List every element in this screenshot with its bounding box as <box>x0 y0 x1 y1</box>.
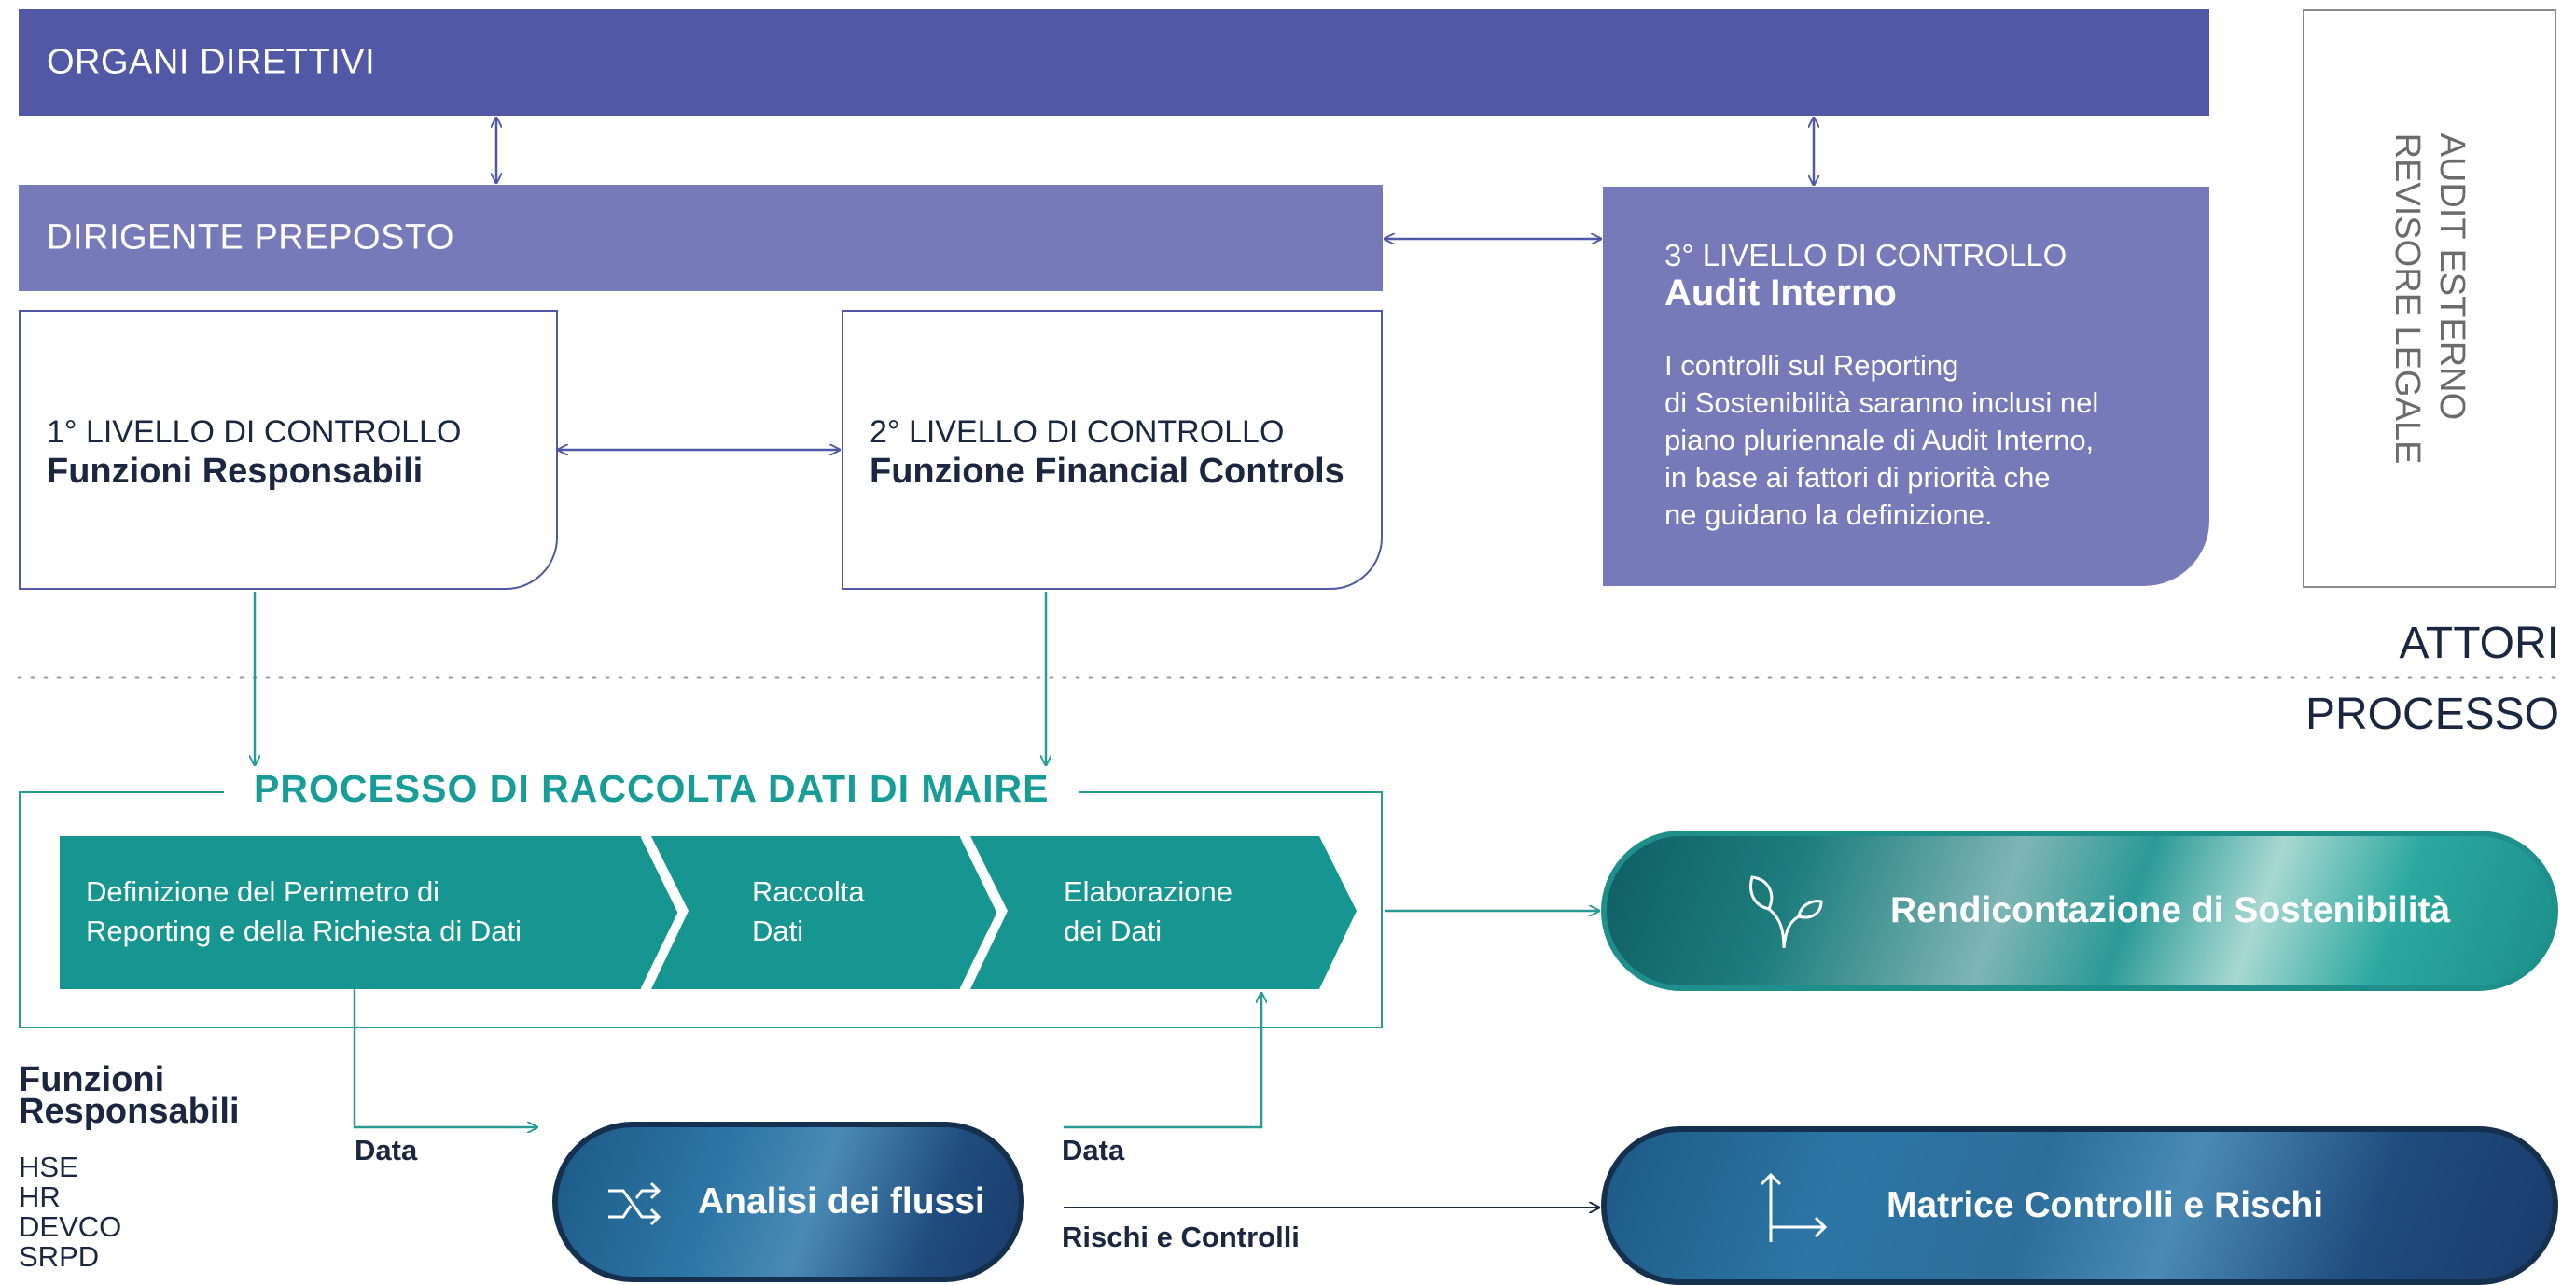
arrow-step1-analisi <box>353 989 537 1127</box>
external-audit-text: AUDIT ESTERNO REVISORE LEGALE <box>2385 133 2474 465</box>
step-divider-2 <box>959 835 1000 990</box>
rendicontazione-pill: Rendicontazione di Sostenibilità <box>1601 831 2558 991</box>
level1-box: 1° LIVELLO DI CONTROLLO Funzioni Respons… <box>19 310 558 590</box>
dirigente-preposto-label: DIRIGENTE PREPOSTO <box>47 217 454 258</box>
section-label-processo: PROCESSO <box>2304 690 2559 739</box>
level3-title: Audit Interno <box>1664 272 1897 314</box>
external-audit-line1: AUDIT ESTERNO <box>2432 133 2472 421</box>
step-divider-1 <box>640 835 681 990</box>
analisi-pill: Analisi dei flussi <box>552 1122 1024 1282</box>
level3-description-line: I controlli sul Reporting <box>1664 349 1959 382</box>
external-audit-box: AUDIT ESTERNO REVISORE LEGALE <box>2303 9 2556 588</box>
list-item: SRPD <box>19 1240 100 1273</box>
external-audit-line2: REVISORE LEGALE <box>2388 133 2427 465</box>
axes-icon <box>1760 1172 1828 1242</box>
shuffle-icon <box>608 1181 661 1226</box>
step-elaborazione-line2: dei Dati <box>1064 915 1163 947</box>
organi-direttivi-label: ORGANI DIRETTIVI <box>47 42 376 82</box>
step-raccolta-line1: Raccolta <box>752 875 865 908</box>
section-label-attori: ATTORI <box>2399 619 2559 668</box>
step-raccolta-line2: Dati <box>752 915 804 947</box>
step-definizione-line2: Reporting e della Richiesta di Dati <box>86 915 522 947</box>
analisi-label: Analisi dei flussi <box>698 1181 985 1222</box>
level3-description: I controlli sul Reporting di Sostenibili… <box>1664 347 2187 534</box>
step-definizione: Definizione del Perimetro di Reporting e… <box>86 873 522 951</box>
level3-description-line: in base ai fattori di priorità che <box>1664 461 2051 494</box>
level3-label: 3° LIVELLO DI CONTROLLO <box>1664 238 2068 272</box>
level2-box: 2° LIVELLO DI CONTROLLO Funzione Financi… <box>842 310 1383 590</box>
matrice-label: Matrice Controlli e Rischi <box>1887 1185 2324 1225</box>
sprout-icon <box>1749 875 1823 949</box>
organi-direttivi-bar: ORGANI DIRETTIVI <box>19 9 2209 116</box>
edge-label-rischi: Rischi e Controlli <box>1062 1221 1300 1253</box>
step-definizione-shape <box>60 836 679 989</box>
list-item: DEVCO <box>19 1210 122 1243</box>
matrice-pill: Matrice Controlli e Rischi <box>1601 1126 2558 1285</box>
dirigente-preposto-bar: DIRIGENTE PREPOSTO <box>19 185 1383 291</box>
funzioni-title: Funzioni Responsabili <box>19 1060 240 1131</box>
level3-box: 3° LIVELLO DI CONTROLLO Audit Interno I … <box>1603 187 2209 586</box>
level3-description-line: piano pluriennale di Audit Interno, <box>1664 424 2095 456</box>
list-item: HR <box>19 1180 61 1213</box>
level3-description-line: di Sostenibilità saranno inclusi nel <box>1664 386 2099 419</box>
step-elaborazione-shape <box>970 836 1357 989</box>
funzioni-title-line2: Responsabili <box>19 1092 240 1131</box>
level3-description-line: ne guidano la definizione. <box>1664 498 1993 531</box>
step-definizione-line1: Definizione del Perimetro di <box>86 875 440 908</box>
step-elaborazione: Elaborazione dei Dati <box>1064 873 1232 951</box>
level1-title: Funzioni Responsabili <box>47 452 424 491</box>
step-elaborazione-line1: Elaborazione <box>1064 875 1232 908</box>
funzioni-title-line1: Funzioni <box>19 1060 165 1099</box>
step-raccolta: Raccolta Dati <box>752 873 865 951</box>
funzioni-list: HSE HR DEVCO SRPD <box>19 1152 121 1272</box>
edge-label-data-left: Data <box>355 1134 418 1166</box>
level1-label: 1° LIVELLO DI CONTROLLO <box>47 414 462 450</box>
level2-label: 2° LIVELLO DI CONTROLLO <box>870 414 1285 450</box>
step-raccolta-shape <box>651 836 998 989</box>
rendicontazione-label: Rendicontazione di Sostenibilità <box>1890 890 2451 930</box>
level2-title: Funzione Financial Controls <box>870 452 1344 491</box>
list-item: HSE <box>19 1151 78 1183</box>
arrow-analisi-elaborazione <box>1064 993 1261 1129</box>
process-title: PROCESSO DI RACCOLTA DATI DI MAIRE <box>224 767 1079 811</box>
edge-label-data-right: Data <box>1062 1134 1125 1166</box>
